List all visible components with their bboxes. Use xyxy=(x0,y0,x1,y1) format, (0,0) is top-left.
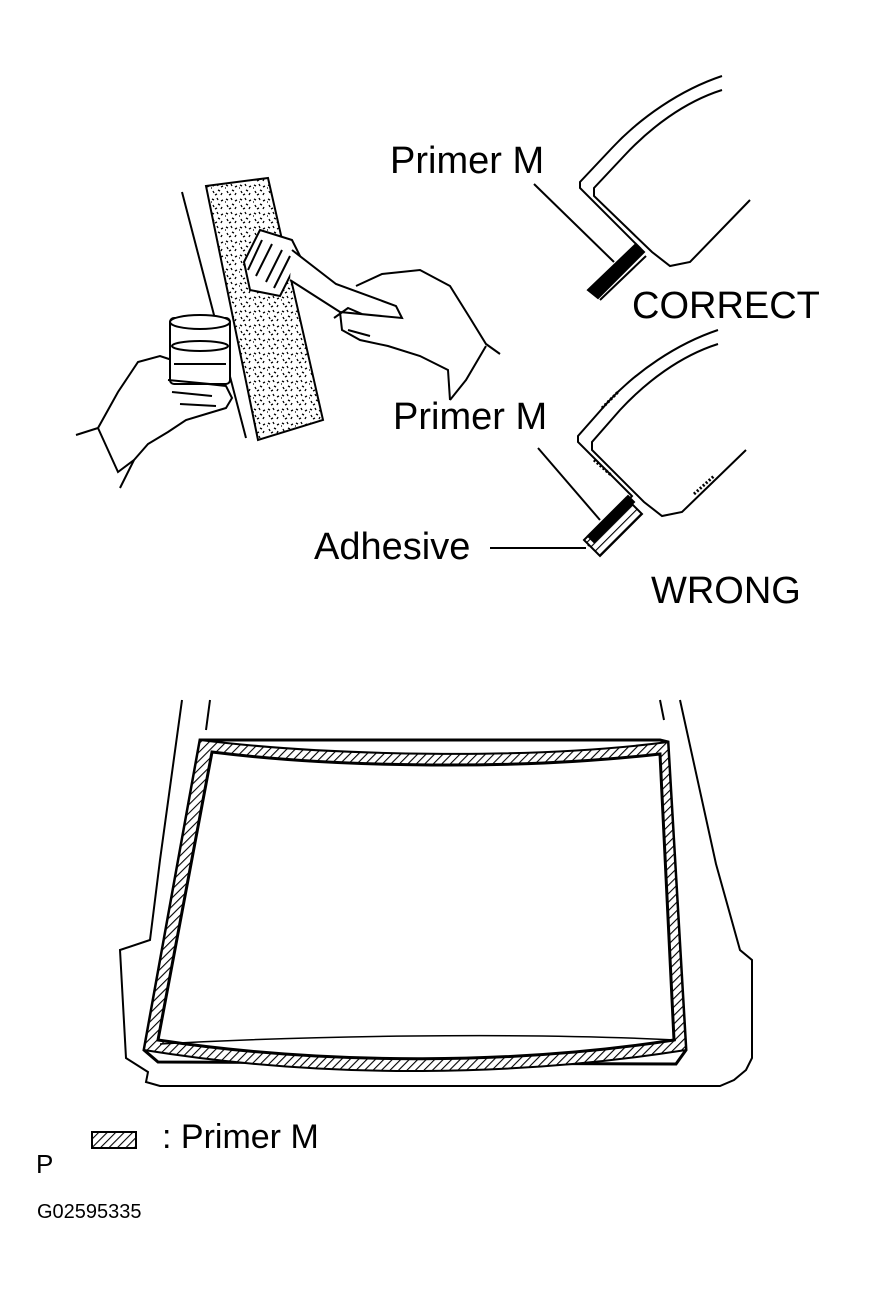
correct-panel-inner xyxy=(593,89,751,268)
primer-application-illustration xyxy=(75,176,501,489)
correct-panel-outer xyxy=(579,75,723,295)
legend-hatch-swatch xyxy=(91,1131,137,1149)
windshield-opening-diagram xyxy=(118,699,753,1087)
correct-label: CORRECT xyxy=(632,285,820,327)
wrong-cross-section xyxy=(490,329,747,558)
wrong-primer-leader-line xyxy=(537,447,601,521)
adhesive-label: Adhesive xyxy=(314,526,471,568)
wrong-primer-band xyxy=(586,494,636,544)
right-hand xyxy=(355,268,501,355)
correct-primer-band xyxy=(586,242,646,300)
primer-m-label-wrong: Primer M xyxy=(393,396,548,438)
overflow-primer-marks xyxy=(593,390,716,496)
wrong-adhesive-bead xyxy=(582,496,644,558)
legend-label: : Primer M xyxy=(162,1118,319,1156)
left-arm xyxy=(75,354,173,436)
correct-leader-line xyxy=(533,183,615,263)
page-prefix-label: P xyxy=(36,1149,54,1179)
primed-pillar-surface xyxy=(204,176,325,442)
brush-handle xyxy=(289,249,404,320)
body-outline xyxy=(118,699,753,1087)
wrong-label: WRONG xyxy=(651,570,801,612)
wrong-panel-inner xyxy=(591,343,747,518)
opening-outer-edge xyxy=(142,738,688,1066)
primer-m-label-correct: Primer M xyxy=(390,140,545,182)
wrong-panel-outer xyxy=(577,329,719,547)
correct-cross-section xyxy=(533,75,751,301)
opening-inner-edge xyxy=(156,750,676,1061)
left-hand xyxy=(119,383,234,489)
figure-code: G02595335 xyxy=(37,1201,142,1223)
